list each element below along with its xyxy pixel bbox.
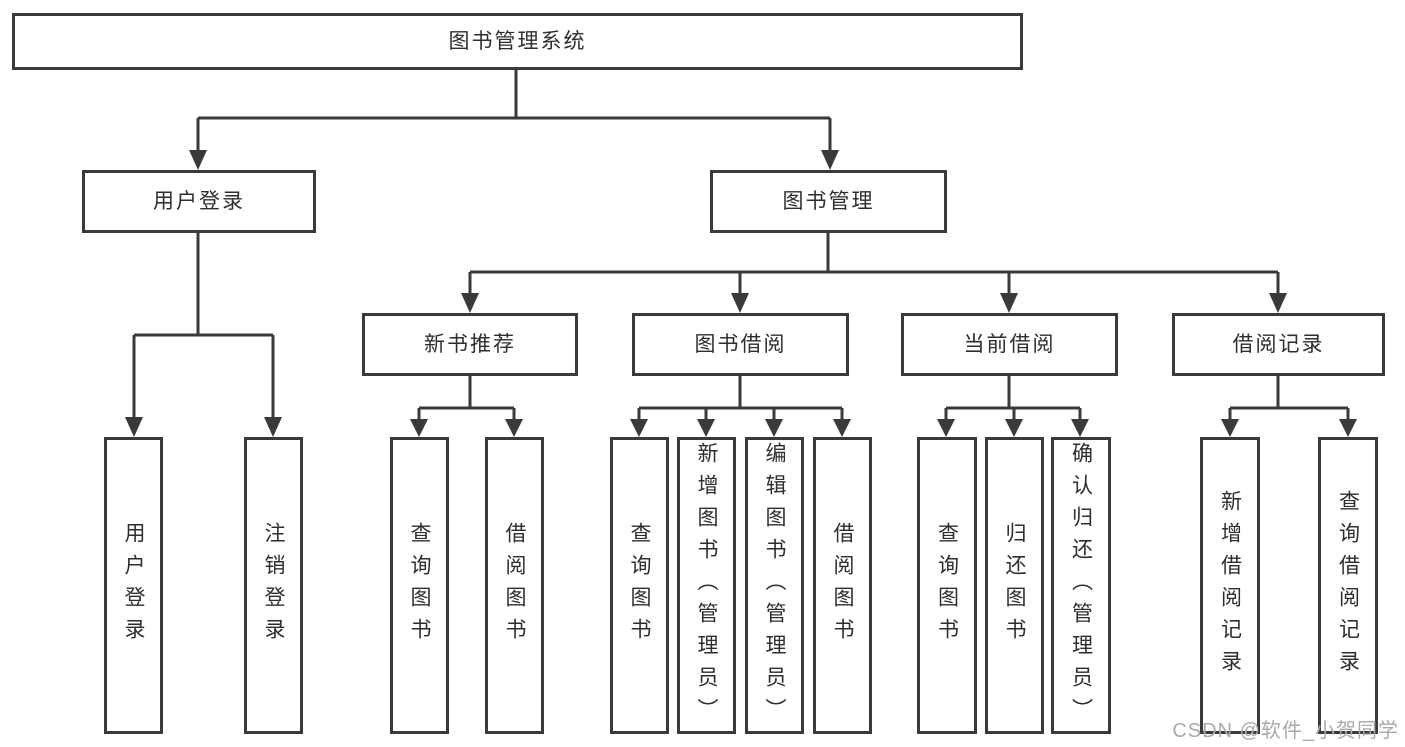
node-current-borrow: 当前借阅 — [901, 313, 1118, 376]
leaf-newbook-query-books: 查询图书 — [390, 437, 449, 734]
leaf-current-query-books: 查询图书 — [917, 437, 977, 734]
leaf-borrow-add-books-admin: 新增图书（管理员） — [677, 437, 736, 734]
node-book-borrow: 图书借阅 — [632, 313, 849, 376]
leaf-borrow-edit-books-admin: 编辑图书（管理员） — [745, 437, 804, 734]
leaf-newbook-borrow-books: 借阅图书 — [485, 437, 544, 734]
leaf-user-login: 用户登录 — [104, 437, 163, 734]
leaf-borrow-borrow-books: 借阅图书 — [813, 437, 872, 734]
node-new-book-recommend: 新书推荐 — [362, 313, 578, 376]
leaf-record-query-borrow-record: 查询借阅记录 — [1318, 437, 1378, 734]
leaf-logout: 注销登录 — [244, 437, 303, 734]
node-borrow-records: 借阅记录 — [1172, 313, 1385, 376]
leaf-current-return-books: 归还图书 — [985, 437, 1044, 734]
node-root-library-system: 图书管理系统 — [12, 13, 1023, 70]
leaf-record-add-borrow-record: 新增借阅记录 — [1200, 437, 1260, 734]
node-book-management: 图书管理 — [710, 170, 947, 233]
leaf-borrow-query-books: 查询图书 — [610, 437, 669, 734]
csdn-watermark: CSDN @软件_小贺同学 — [1172, 720, 1399, 742]
node-user-login: 用户登录 — [82, 170, 316, 233]
leaf-current-confirm-return-admin: 确认归还（管理员） — [1051, 437, 1111, 734]
